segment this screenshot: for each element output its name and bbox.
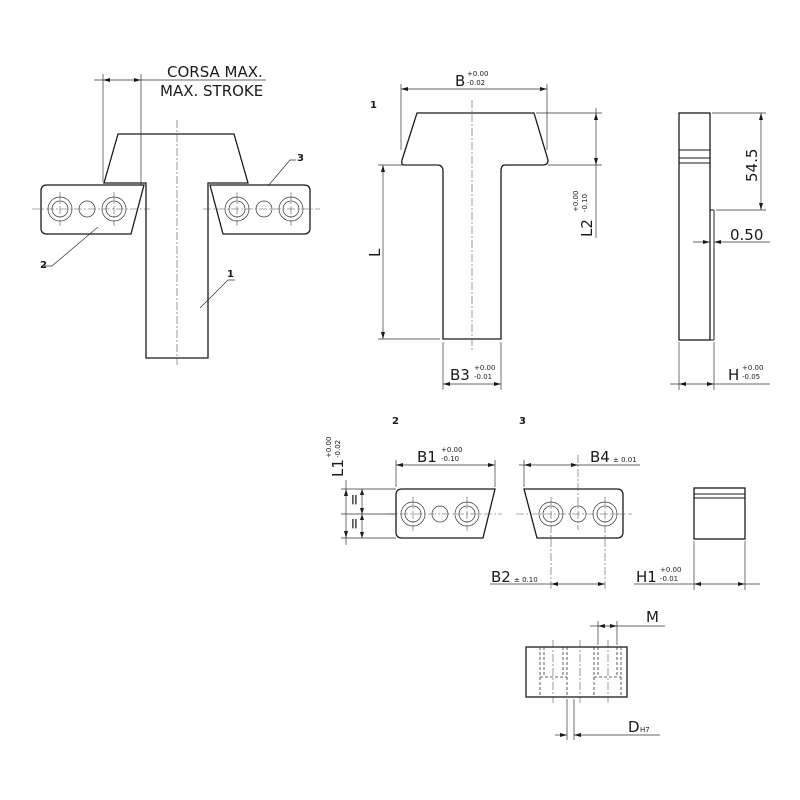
dim-0-50: 0.50 [730, 226, 763, 244]
dim-B2: B2 [491, 568, 511, 586]
dim-equal-top: = [345, 493, 363, 506]
dim-L1: L1 [329, 459, 347, 477]
svg-text:-0.05: -0.05 [742, 373, 760, 381]
svg-text:-0.01: -0.01 [660, 575, 678, 583]
svg-text:+0.00: +0.00 [474, 364, 495, 372]
dim-H: H [728, 366, 739, 384]
section-block-outline [525, 646, 628, 698]
part1-front-view: 1 B +0.00 -0.02 L L2 +0.00 -0.10 B3 +0.0… [366, 70, 602, 390]
assembly-slide-head [103, 133, 249, 359]
dim-B4: B4 [590, 448, 610, 466]
part1-slide-outline [401, 112, 549, 340]
assembly-plate-left [40, 184, 145, 235]
assembly-view: CORSA MAX. MAX. STROKE 2 3 1 [32, 63, 320, 365]
dim-54-5: 54.5 [743, 149, 761, 182]
dim-B3: B3 [450, 366, 470, 384]
dim-M: M [646, 608, 659, 626]
svg-text:+0.00: +0.00 [325, 437, 333, 458]
svg-text:-0.02: -0.02 [467, 79, 485, 87]
svg-text:-0.10: -0.10 [581, 194, 589, 212]
section-view: M D H7 [525, 608, 665, 740]
part2-view: 2 B1 +0.00 -0.10 = = L1 +0.00 -0.02 [325, 416, 502, 545]
svg-text:+0.00: +0.00 [572, 191, 580, 212]
dim-H1: H1 [636, 568, 657, 586]
svg-text:-0.10: -0.10 [441, 455, 459, 463]
part3-side-outline [693, 487, 746, 540]
part1-side-outline [678, 112, 711, 341]
svg-text:+0.00: +0.00 [660, 566, 681, 574]
part1-side-view: 54.5 0.50 H +0.00 -0.05 [670, 112, 770, 390]
svg-text:-0.01: -0.01 [474, 373, 492, 381]
dim-L: L [366, 248, 384, 257]
svg-text:H7: H7 [640, 726, 650, 734]
svg-text:± 0.10: ± 0.10 [514, 576, 538, 584]
stroke-label-en: MAX. STROKE [160, 82, 263, 100]
part-number-1: 1 [227, 269, 234, 280]
part-number-2: 2 [40, 260, 47, 271]
view-number-3: 3 [519, 416, 526, 427]
stroke-label-it: CORSA MAX. [167, 63, 263, 81]
dim-B: B [455, 72, 465, 90]
dim-D: D [628, 718, 640, 736]
view-number-1: 1 [370, 100, 377, 111]
dim-B1: B1 [417, 448, 437, 466]
view-number-2: 2 [392, 416, 399, 427]
svg-text:-0.02: -0.02 [334, 440, 342, 458]
part2-plate-outline [395, 488, 496, 539]
svg-text:± 0.01: ± 0.01 [613, 456, 637, 464]
dim-L2: L2 [578, 219, 596, 237]
part3-side-view: H1 +0.00 -0.01 [634, 487, 760, 590]
svg-text:+0.00: +0.00 [742, 364, 763, 372]
dim-equal-bottom: = [345, 517, 363, 530]
svg-text:+0.00: +0.00 [441, 446, 462, 454]
part3-view: 3 B4 ± 0.01 B2 ± 0.10 [490, 416, 640, 590]
part-number-3: 3 [297, 153, 304, 164]
svg-text:+0.00: +0.00 [467, 70, 488, 78]
